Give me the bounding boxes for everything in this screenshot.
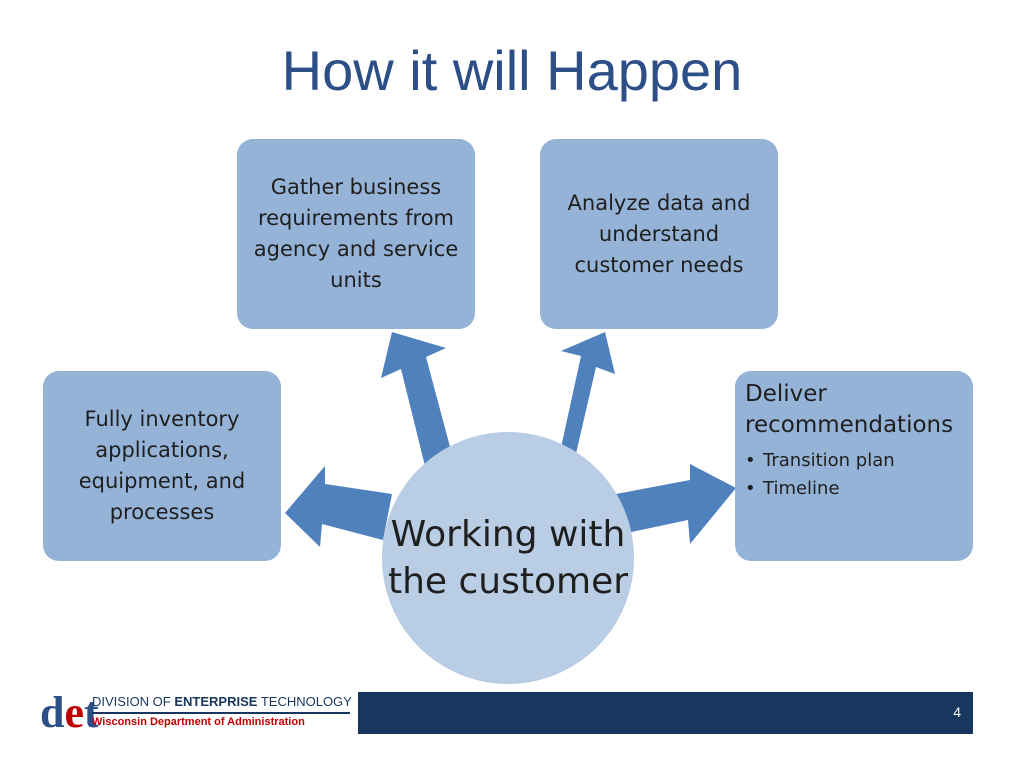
det-logo: det DIVISION OF ENTERPRISE TECHNOLOGY Wi… — [40, 690, 360, 736]
logo-divider — [92, 712, 350, 714]
box-inventory-text: Fully inventory applications, equipment,… — [78, 407, 246, 524]
slide-title: How it will Happen — [281, 39, 743, 102]
logo-department-text: Wisconsin Department of Administration — [92, 716, 305, 728]
box-analyze-text: Analyze data and understand customer nee… — [567, 190, 751, 277]
box-analyze-data: Analyze data and understand customer nee… — [540, 139, 778, 329]
deliver-bullet: Transition plan — [745, 447, 963, 475]
logo-division-text: DIVISION OF ENTERPRISE TECHNOLOGY — [92, 694, 352, 709]
deliver-bullet-list: Transition plan Timeline — [745, 447, 963, 503]
arrow-to-deliver — [616, 464, 736, 544]
arrow-to-inventory — [285, 466, 392, 547]
box-gather-text: Gather business requirements from agency… — [253, 175, 459, 292]
deliver-bullet: Timeline — [745, 475, 963, 503]
det-logo-mark: det — [40, 688, 99, 737]
page-number: 4 — [953, 704, 961, 720]
box-deliver-recommendations: Deliver recommendations Transition plan … — [735, 371, 973, 561]
deliver-title: Deliver recommendations — [745, 381, 954, 438]
arrow-to-gather — [381, 332, 463, 470]
arrow-to-analyze — [540, 332, 615, 458]
footer-bar: 4 — [358, 692, 973, 734]
box-gather-requirements: Gather business requirements from agency… — [237, 139, 475, 329]
center-circle-label: Working with the customer — [387, 514, 629, 602]
center-circle: Working with the customer — [382, 432, 634, 684]
box-inventory: Fully inventory applications, equipment,… — [43, 371, 281, 561]
